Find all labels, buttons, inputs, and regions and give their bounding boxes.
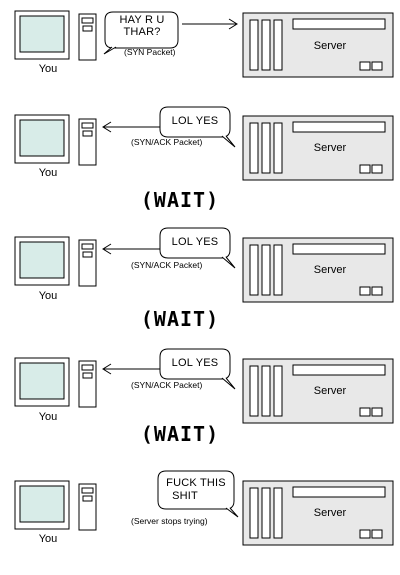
server-label: Server <box>313 40 347 52</box>
computer-icon <box>14 10 97 61</box>
bubble <box>159 348 236 390</box>
panel-2-graphics <box>14 106 394 181</box>
packet-label: (SYN/ACK Packet) <box>131 260 203 270</box>
server-icon <box>242 358 394 424</box>
bubble-text-line-2: SHIT <box>172 490 198 502</box>
bubble-text-line-1: LOL YES <box>171 357 219 369</box>
wait-label-3: (WAIT) <box>140 422 220 446</box>
server-icon <box>242 12 394 78</box>
computer-icon <box>14 480 97 531</box>
you-label: You <box>38 63 58 75</box>
panel-3-graphics <box>14 227 394 303</box>
packet-label: (SYN/ACK Packet) <box>131 137 203 147</box>
server-label: Server <box>313 264 347 276</box>
server-icon <box>242 480 394 546</box>
packet-label: (Server stops trying) <box>131 516 208 526</box>
bubble-text-line-1: LOL YES <box>171 236 219 248</box>
bubble-text-line-1: HAY R U <box>119 14 165 26</box>
arrow-to-you <box>102 121 160 133</box>
bubble-text-line-1: FUCK THIS <box>166 477 226 489</box>
packet-label: (SYN Packet) <box>124 47 176 57</box>
panel-5-graphics <box>14 470 394 546</box>
you-label: You <box>38 533 58 545</box>
bubble <box>159 106 236 148</box>
arrow-to-you <box>102 243 160 255</box>
computer-icon <box>14 114 97 166</box>
computer-icon <box>14 357 97 408</box>
panel-3: You LOL YES (SYN/ACK Packet) Server <box>0 227 400 308</box>
wait-label-1: (WAIT) <box>140 188 220 212</box>
bubble <box>103 11 179 55</box>
panel-4-graphics <box>14 348 394 424</box>
panel-5: You FUCK THIS SHIT (Server stops trying)… <box>0 470 400 551</box>
bubble <box>159 227 236 269</box>
you-label: You <box>38 167 58 179</box>
bubble-text-line-1: LOL YES <box>171 115 219 127</box>
panel-2: You LOL YES (SYN/ACK Packet) Server <box>0 106 400 187</box>
wait-label-2: (WAIT) <box>140 307 220 331</box>
packet-label: (SYN/ACK Packet) <box>131 380 203 390</box>
server-label: Server <box>313 385 347 397</box>
bubble-text-line-2: THAR? <box>123 26 161 38</box>
computer-icon <box>14 236 97 287</box>
bubble <box>157 470 239 518</box>
server-label: Server <box>313 507 347 519</box>
arrow-to-you <box>102 363 160 375</box>
server-icon <box>242 115 394 181</box>
server-icon <box>242 237 394 303</box>
panel-1-graphics <box>14 10 394 78</box>
you-label: You <box>38 411 58 423</box>
arrow-to-server <box>182 18 238 30</box>
panel-4: You LOL YES (SYN/ACK Packet) Server <box>0 348 400 429</box>
you-label: You <box>38 290 58 302</box>
server-label: Server <box>313 142 347 154</box>
panel-1: You HAY R U THAR? (SYN Packet) Server <box>0 6 400 86</box>
